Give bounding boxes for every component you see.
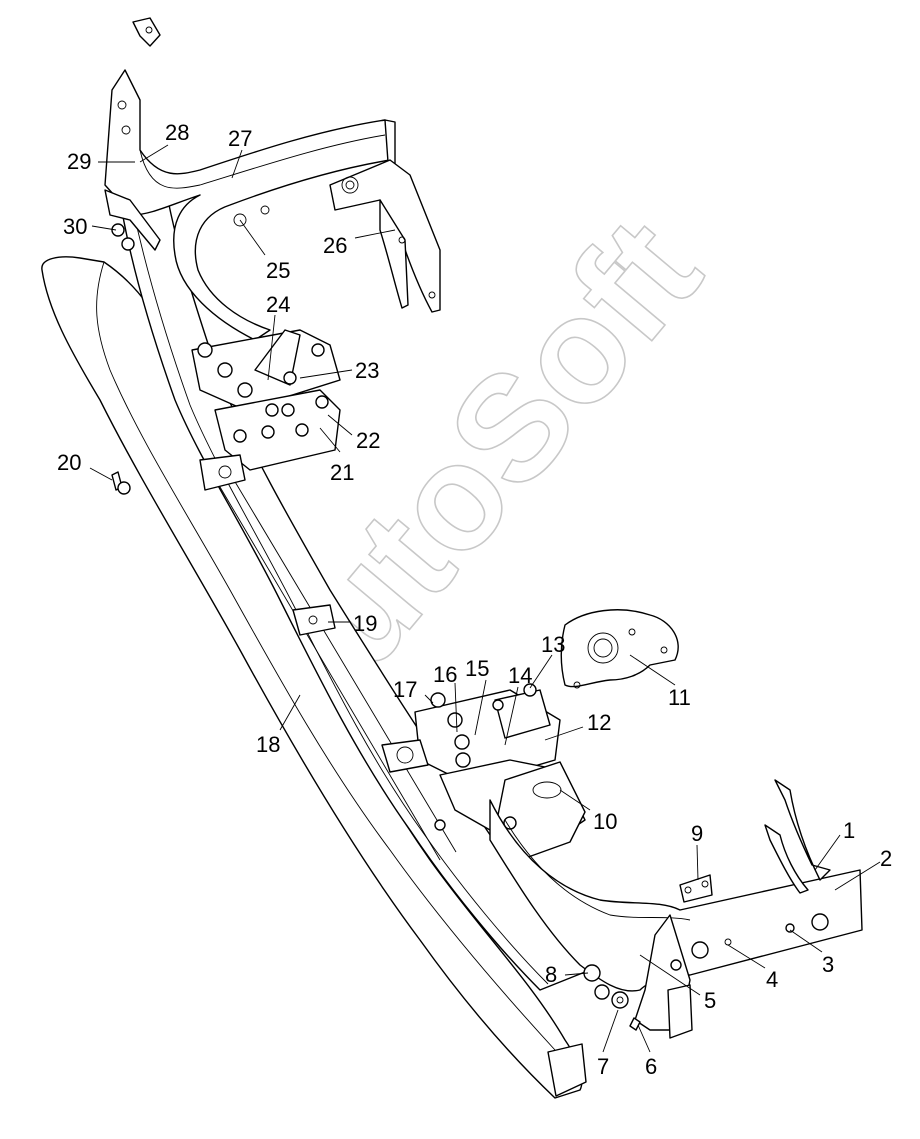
callout-22: 22 (356, 428, 380, 453)
beam-bracket-upper (199, 454, 246, 491)
callout-7: 7 (597, 1054, 609, 1079)
beam-bracket-lower (381, 739, 429, 773)
lower-mount-plate (560, 609, 679, 689)
upper-mount-assembly (191, 329, 341, 471)
callout-23: 23 (355, 358, 379, 383)
callout-8: 8 (545, 962, 557, 987)
upper-right-bracket (329, 159, 441, 313)
callout-18: 18 (256, 732, 280, 757)
callout-19: 19 (353, 611, 377, 636)
callout-24: 24 (266, 292, 290, 317)
callout-16: 16 (433, 662, 457, 687)
callout-30: 30 (63, 214, 87, 239)
callout-25: 25 (266, 258, 290, 283)
callout-26: 26 (323, 233, 347, 258)
callout-11: 11 (668, 685, 691, 710)
callout-10: 10 (593, 809, 617, 834)
small-bracket (679, 874, 713, 903)
callout-1: 1 (843, 818, 855, 843)
callout-27: 27 (228, 126, 252, 151)
callout-2: 2 (880, 846, 892, 871)
callout-9: 9 (691, 821, 703, 846)
upper-frame (104, 69, 396, 341)
callout-28: 28 (165, 120, 189, 145)
beam-bracket-middle (292, 604, 336, 636)
callout-3: 3 (822, 952, 834, 977)
callout-29: 29 (67, 149, 91, 174)
callout-14: 14 (508, 663, 532, 688)
callout-5: 5 (704, 988, 716, 1013)
callout-6: 6 (645, 1054, 657, 1079)
bolt-and-nut (111, 471, 131, 495)
callout-17: 17 (393, 677, 417, 702)
top-small-bracket (132, 17, 161, 47)
callout-labels: 1 2 3 4 5 6 7 8 9 10 11 12 13 14 15 16 1… (57, 120, 892, 1079)
lower-right-frame (489, 779, 863, 1039)
callout-15: 15 (465, 656, 489, 681)
callout-13: 13 (541, 632, 565, 657)
callout-20: 20 (57, 450, 81, 475)
left-side-plate (104, 189, 161, 251)
fasteners-bottom (583, 964, 641, 1031)
callout-12: 12 (587, 710, 611, 735)
callout-4: 4 (766, 967, 778, 992)
lower-mount-assembly (414, 683, 586, 861)
callout-21: 21 (330, 460, 354, 485)
leader-lines (89, 144, 881, 1053)
